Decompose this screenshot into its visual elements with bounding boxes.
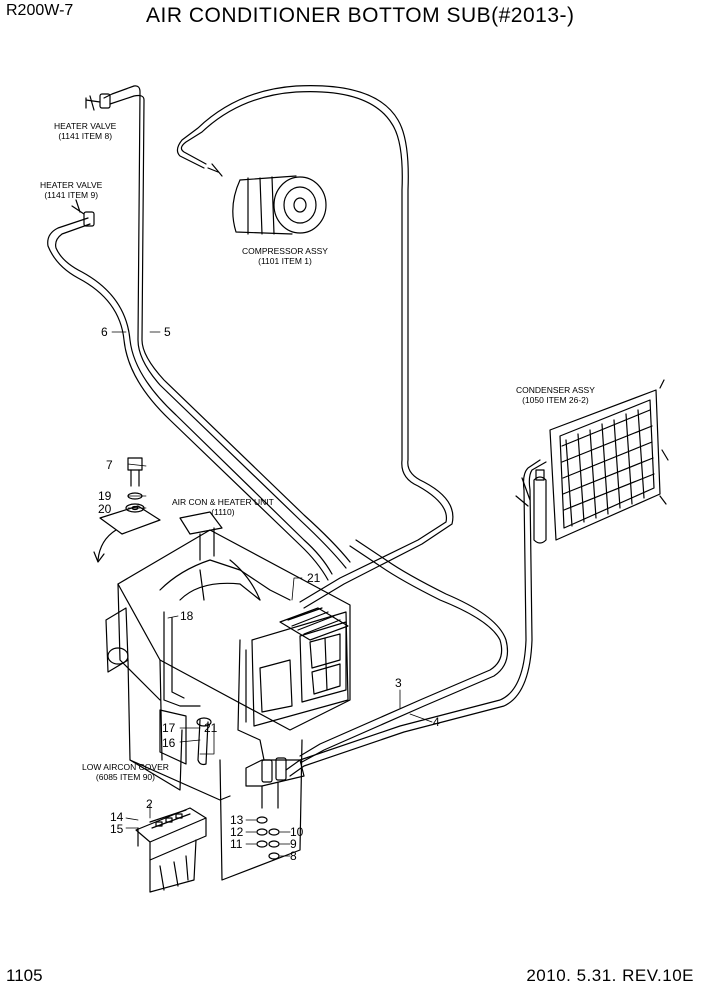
callout-16: 16 [162,736,176,750]
hose-6 [47,217,333,581]
washer-stack [256,816,280,860]
condenser-hose [285,459,547,777]
callout-10: 10 [290,825,304,839]
callout-11: 11 [230,837,243,851]
control-panel [135,807,207,893]
revision-date: 2010. 5.31. REV.10E [526,966,694,985]
heater-valve-2-ref: (1141 ITEM 9) [44,190,99,200]
low-cover-label: LOW AIRCON COVER (6085 ITEM 90) [82,762,169,782]
heater-valve-1 [85,93,111,111]
callout-4: 4 [433,715,440,729]
callout-8: 8 [290,849,297,863]
heater-valve-1-ref: (1141 ITEM 8) [58,131,113,141]
heater-valve-2-name: HEATER VALVE [40,180,103,190]
callout-leaders [111,331,433,857]
callout-9: 9 [290,837,297,851]
heater-valve-2 [71,199,95,227]
expansion-fittings [245,757,305,809]
aircon-heater-ref: (1110) [211,507,235,517]
heater-valve-1-name: HEATER VALVE [54,121,117,131]
callout-15: 15 [110,822,124,836]
callout-2: 2 [146,797,153,811]
callout-6: 6 [101,325,108,339]
page-title: AIR CONDITIONER BOTTOM SUB(#2013-) [146,4,575,27]
model-name: R200W-7 [6,2,74,19]
callout-5: 5 [164,325,171,339]
compressor-assy [207,163,327,235]
callout-17: 17 [162,721,176,735]
compressor-label: COMPRESSOR ASSY (1101 ITEM 1) [242,246,328,266]
condenser-label: CONDENSER ASSY (1050 ITEM 26-2) [516,385,595,405]
condenser-name: CONDENSER ASSY [516,385,595,395]
callout-14: 14 [110,810,124,824]
compressor-hose [176,85,454,609]
callout-20: 20 [98,502,112,516]
heater-valve-2-label: HEATER VALVE (1141 ITEM 9) [40,180,102,200]
callout-12: 12 [230,825,244,839]
condenser-ref: (1050 ITEM 26-2) [522,395,589,405]
condenser-assy [515,379,669,544]
callout-7: 7 [106,458,113,472]
hose-5 [103,85,351,569]
compressor-ref: (1101 ITEM 1) [258,256,312,266]
callout-21-top: 21 [307,571,321,585]
low-cover-name: LOW AIRCON COVER [82,762,169,772]
aircon-heater-name: AIR CON & HEATER UNIT [172,497,274,507]
low-cover-ref: (6085 ITEM 90) [95,772,155,782]
callout-21-bottom: 21 [204,721,218,735]
aircon-heater-label: AIR CON & HEATER UNIT (1110) [172,497,274,517]
drain-pipes [163,611,265,761]
callout-18: 18 [180,609,194,623]
callout-3: 3 [395,676,402,690]
heater-valve-1-label: HEATER VALVE (1141 ITEM 8) [54,121,116,141]
page-number: 1105 [6,966,43,985]
callout-13: 13 [230,813,244,827]
low-aircon-cover [127,659,303,881]
compressor-name: COMPRESSOR ASSY [242,246,328,256]
callout-19: 19 [98,489,112,503]
